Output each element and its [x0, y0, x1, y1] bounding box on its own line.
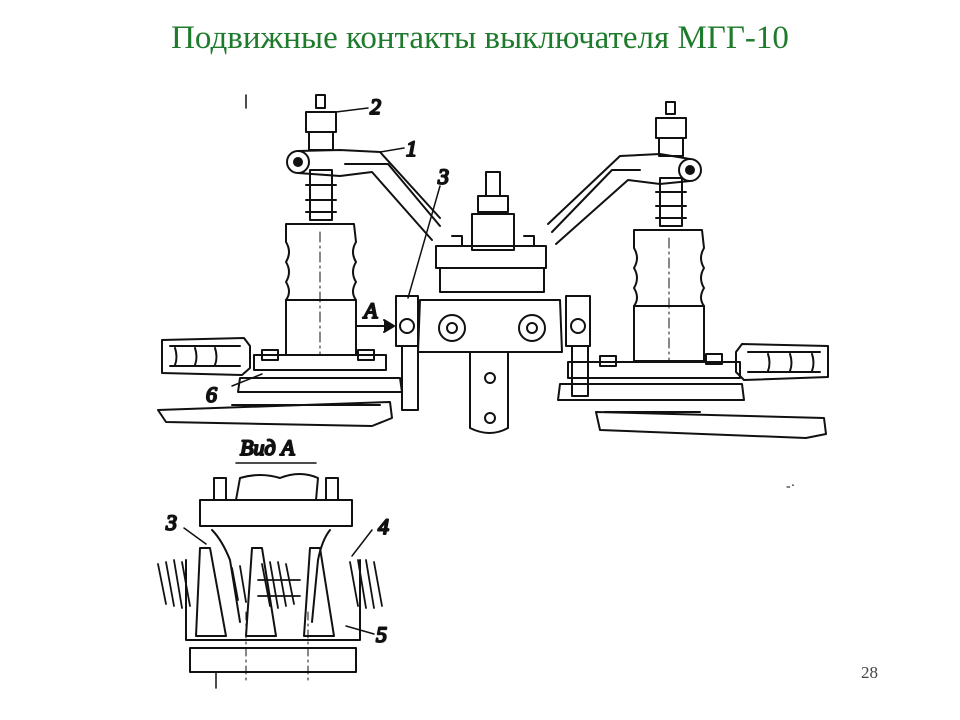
view-a-callout-3: 3	[165, 510, 177, 535]
slide-title: Подвижные контакты выключателя МГГ-10	[171, 20, 789, 56]
left-insulator	[157, 94, 403, 427]
callout-view-a: А	[362, 298, 378, 323]
right-insulator	[557, 101, 827, 439]
central-block	[395, 171, 591, 434]
view-a-callout-5: 5	[376, 622, 387, 647]
view-a: Вид А 3 4 5	[157, 434, 390, 689]
contact-lever	[286, 149, 702, 245]
springs	[157, 559, 383, 609]
view-a-leaders	[183, 527, 375, 635]
view-a-caption: Вид А	[240, 435, 295, 460]
main-view: 2 1 3 А 6	[157, 93, 829, 439]
mark-dash: -·	[786, 479, 795, 494]
callout-3: 3	[437, 164, 449, 189]
view-a-callout-4: 4	[378, 514, 389, 539]
callout-6: 6	[206, 382, 217, 407]
leader-lines	[231, 107, 441, 387]
view-arrow	[355, 319, 395, 333]
right-terminal	[735, 343, 829, 381]
callout-1: 1	[406, 136, 417, 161]
slide-number: 28	[861, 663, 878, 682]
left-terminal	[161, 337, 251, 376]
callout-2: 2	[370, 94, 381, 119]
